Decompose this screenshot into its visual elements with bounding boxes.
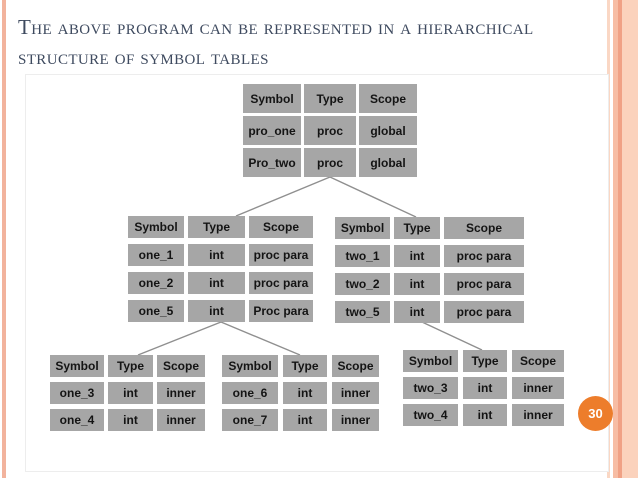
table-header-cell: Type xyxy=(463,350,507,372)
table-data-cell: inner xyxy=(332,409,379,431)
table-data-cell: int xyxy=(108,409,153,431)
table-header-cell: Scope xyxy=(512,350,564,372)
table-header-cell: Type xyxy=(188,216,245,238)
table-data-cell: Proc para xyxy=(249,300,313,322)
table-header-cell: Symbol xyxy=(335,217,390,239)
table-data-cell: inner xyxy=(512,404,564,426)
table-data-cell: inner xyxy=(157,409,205,431)
table-data-cell: int xyxy=(108,382,153,404)
table-data-cell: inner xyxy=(157,382,205,404)
table-data-cell: inner xyxy=(512,377,564,399)
table-data-cell: int xyxy=(394,273,440,295)
slide-title-line2: structure of symbol tables xyxy=(18,45,269,69)
table-data-cell: int xyxy=(394,245,440,267)
table-data-cell: one_4 xyxy=(50,409,104,431)
table-data-cell: pro_one xyxy=(243,116,301,145)
table-data-cell: proc para xyxy=(444,301,524,323)
table-header-cell: Symbol xyxy=(50,355,104,377)
table-data-cell: int xyxy=(188,272,245,294)
table-data-cell: int xyxy=(283,382,327,404)
table-data-cell: int xyxy=(463,377,507,399)
table-data-cell: one_7 xyxy=(222,409,278,431)
table-data-cell: int xyxy=(283,409,327,431)
table-data-cell: proc xyxy=(304,116,356,145)
table-data-cell: one_6 xyxy=(222,382,278,404)
left-edge-stripe xyxy=(2,0,6,478)
table-data-cell: int xyxy=(188,300,245,322)
table-header-cell: Type xyxy=(108,355,153,377)
table-data-cell: one_5 xyxy=(128,300,184,322)
table-data-cell: one_3 xyxy=(50,382,104,404)
table-header-cell: Scope xyxy=(249,216,313,238)
table-data-cell: global xyxy=(359,148,417,177)
table-header-cell: Scope xyxy=(444,217,524,239)
table-data-cell: proc para xyxy=(444,245,524,267)
table-data-cell: proc para xyxy=(249,244,313,266)
table-header-cell: Scope xyxy=(332,355,379,377)
table-header-cell: Symbol xyxy=(128,216,184,238)
table-data-cell: int xyxy=(188,244,245,266)
table-data-cell: one_2 xyxy=(128,272,184,294)
table-data-cell: int xyxy=(463,404,507,426)
table-data-cell: proc para xyxy=(249,272,313,294)
table-data-cell: Pro_two xyxy=(243,148,301,177)
table-header-cell: Scope xyxy=(359,84,417,113)
table-data-cell: one_1 xyxy=(128,244,184,266)
table-header-cell: Type xyxy=(283,355,327,377)
table-data-cell: two_3 xyxy=(403,377,458,399)
table-data-cell: proc xyxy=(304,148,356,177)
slide-title-line1: The above program can be represented in … xyxy=(18,15,534,39)
table-data-cell: int xyxy=(394,301,440,323)
slide-number-badge: 30 xyxy=(578,396,613,431)
right-edge-stripe-2 xyxy=(613,0,618,478)
table-header-cell: Symbol xyxy=(243,84,301,113)
table-header-cell: Symbol xyxy=(403,350,458,372)
table-header-cell: Symbol xyxy=(222,355,278,377)
table-header-cell: Type xyxy=(304,84,356,113)
table-data-cell: two_1 xyxy=(335,245,390,267)
table-data-cell: two_5 xyxy=(335,301,390,323)
table-data-cell: proc para xyxy=(444,273,524,295)
table-header-cell: Type xyxy=(394,217,440,239)
slide-title: The above program can be represented in … xyxy=(18,12,598,72)
right-edge-stripe-3 xyxy=(618,0,622,478)
table-data-cell: two_4 xyxy=(403,404,458,426)
table-data-cell: inner xyxy=(332,382,379,404)
table-data-cell: global xyxy=(359,116,417,145)
table-header-cell: Scope xyxy=(157,355,205,377)
table-data-cell: two_2 xyxy=(335,273,390,295)
right-edge-stripe-4 xyxy=(622,0,638,478)
